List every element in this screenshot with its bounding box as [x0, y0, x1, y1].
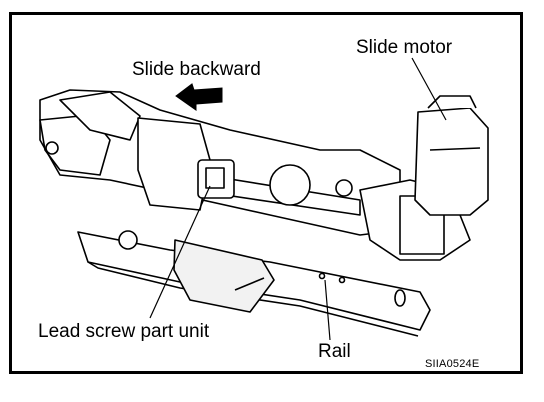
left-arm	[59, 91, 141, 141]
label-slide-backward: Slide backward	[132, 59, 261, 80]
rail-hole-1	[318, 272, 326, 280]
figure-code: SIIA0524E	[425, 358, 480, 370]
cover-edge	[234, 277, 265, 291]
left-bolt-hole	[45, 141, 59, 155]
slide-motor-body	[414, 107, 489, 216]
slide-backward-arrow	[175, 83, 223, 111]
label-rail: Rail	[318, 341, 351, 362]
pulley-pin	[335, 179, 353, 197]
leader-lead-screw	[149, 185, 211, 319]
label-lead-screw-part-unit: Lead screw part unit	[38, 321, 210, 342]
gear-unit-window	[205, 167, 225, 189]
lower-cover	[173, 239, 275, 313]
gear-housing	[137, 117, 211, 211]
slide-motor-cap	[427, 95, 477, 109]
motor-seam	[429, 147, 481, 151]
housing-bolt	[118, 230, 138, 250]
leader-rail	[324, 279, 331, 341]
rail-lower-edge	[87, 261, 419, 337]
rail-hole-2	[338, 276, 346, 284]
rail-end-hole	[394, 289, 406, 307]
leader-slide-motor	[411, 57, 447, 121]
pulley-disc	[269, 164, 311, 206]
label-slide-motor: Slide motor	[356, 37, 453, 58]
